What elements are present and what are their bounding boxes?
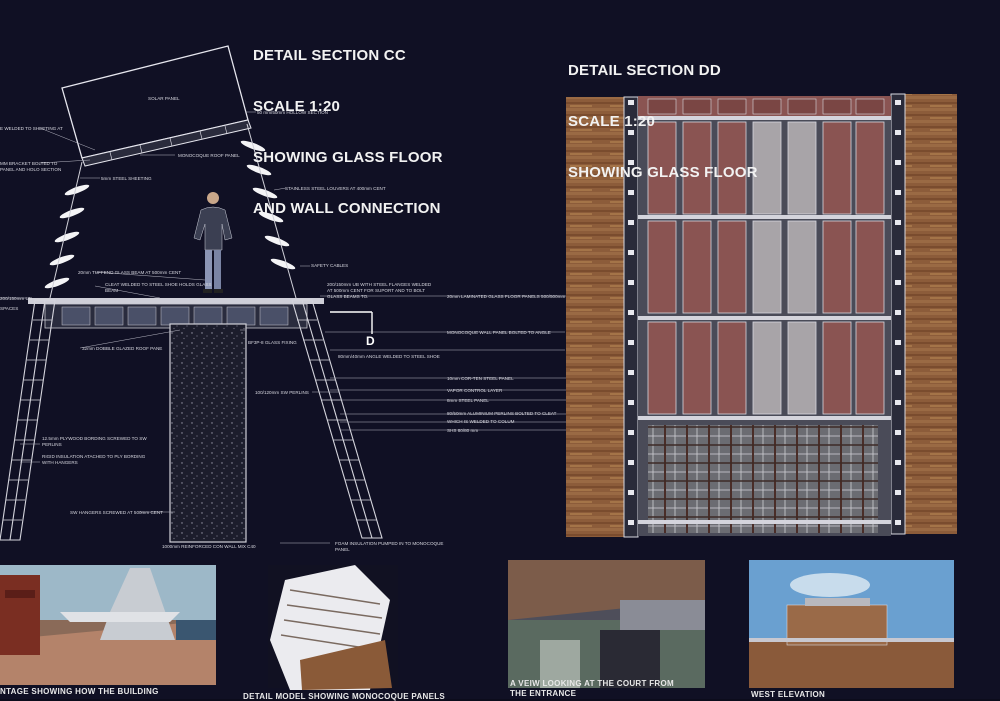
note-solar-panel: SOLAR PANEL [148, 96, 180, 101]
note-spaces: SPACES [0, 306, 19, 311]
note-steel-panel: 8mm STEEL PANEL [447, 398, 489, 403]
glass-floor-panel [682, 98, 712, 115]
glass-floor-panel [822, 98, 852, 115]
section-dd-drawing [566, 93, 957, 538]
section-marker-d: D [366, 334, 375, 348]
note-aluminium-perlins: 80/50mm ALUMINIUM PERLINS BOLTED TO CLEA… [447, 411, 557, 416]
glass-floor-panel [855, 121, 885, 215]
note-angle-welded: 80mm/40mm ANGLE WELDED TO STEEL SHOE [338, 354, 440, 359]
louvers-left [44, 184, 90, 289]
solar-panel-frame [61, 45, 252, 167]
glass-floor-panel [682, 121, 712, 215]
note-panel: PANEL [335, 547, 350, 552]
glass-floor-panel [682, 321, 712, 415]
note-ub-left: 200/150mm UB [0, 296, 32, 301]
section-cc-title-line2: SCALE 1:20 [253, 98, 341, 115]
note-rigid-insulation: RIGID INSULATION ATACHED TO PLY BORDING [42, 454, 146, 459]
note-panel-holo: PANEL AND HOLO SECTION [0, 167, 62, 172]
glass-floor-panel [752, 321, 782, 415]
note-plywood: 12.5mm PLYWOOD BORDING SCREWED TO SW [42, 436, 147, 441]
caption-model: DETAIL MODEL SHOWING MONOCOQUE PANELS [243, 692, 446, 701]
caption-west-elevation: WEST ELEVATION [751, 690, 826, 699]
glass-floor-panel [822, 121, 852, 215]
glass-floor-panel [717, 98, 747, 115]
note-foam: FOAM INSULATION PUMPED IN TO MONOCOQUE [335, 541, 444, 546]
note-monocoque-roof: MONOCOQUE ROOF PANEL [178, 153, 240, 158]
note-vapour: VAPOR CONTROL LAYER [447, 388, 503, 393]
glass-floor-panel [682, 220, 712, 314]
section-dd-title-line3: SHOWING GLASS FLOOR [568, 164, 758, 181]
caption-view-line1: A VEIW LOOKING AT THE COURT FROM [510, 679, 674, 688]
note-bracket-bolted: MM BRACKET BOLTED TO [0, 161, 58, 166]
glass-floor-panel [787, 321, 817, 415]
section-dd-title-line1: DETAIL SECTION DD [568, 62, 721, 79]
note-safety-cables: SAFETY CABLES [311, 263, 349, 268]
section-dd-title-line2: SCALE 1:20 [568, 113, 656, 130]
note-glass-beams: GLASS BEAMS TO. [327, 294, 369, 299]
note-hollow-section: 50 mm/50mm HOLLOW SECTION [257, 110, 328, 115]
note-tuffend: 20mm TUFFEND GLASS BEAM AT 500mm CENT [78, 270, 182, 275]
note-sw-hangers: SW HANGERS SCREWED AT 500mm CENT [70, 510, 163, 515]
glass-floor-panel [717, 321, 747, 415]
note-shs: SHS 80/80 mm [447, 428, 479, 433]
glass-floor-panel [647, 321, 677, 415]
glass-floor-panel [647, 98, 677, 115]
note-louvers: STAINLESS STEEL LOUVERS AT 400mm CENT [285, 186, 386, 191]
section-cc-title-line1: DETAIL SECTION CC [253, 47, 406, 64]
note-perlins: 100/120mm SW PERLINS [255, 390, 309, 395]
glass-floor-panel [752, 220, 782, 314]
glass-floor-panel [752, 98, 782, 115]
photo-model [268, 565, 398, 690]
glass-floor-panel [855, 220, 885, 314]
note-welded-sheeting: E WELDED TO SHEETING AT [0, 126, 63, 131]
note-cleat: CLEAT WELDED TO STEEL SHOE HOLDS GLASS [105, 282, 212, 287]
glass-floor-panel [647, 220, 677, 314]
section-cc-title-line4: AND WALL CONNECTION [253, 200, 441, 217]
glass-floor-panel [717, 220, 747, 314]
photo-montage [0, 565, 216, 685]
note-cor-ten: 10mm COR-TEN STEEL PANEL [447, 376, 514, 381]
note-ub-flanges: 200/150mm UB WITH STEEL FLANGES WELDED [327, 282, 432, 287]
photo-west-elevation [749, 560, 954, 688]
glass-floor-panel [822, 321, 852, 415]
glass-floor-panel [717, 121, 747, 215]
glass-floor-panel [787, 98, 817, 115]
note-ub-centre: AT 500mm CENT FOR SUPORT AND TO BOLT [327, 288, 426, 293]
glass-floor-panel [855, 98, 885, 115]
glass-floor-panel [752, 121, 782, 215]
section-marker-line [330, 311, 373, 334]
person-figure [193, 192, 233, 293]
glass-floor-panel [647, 121, 677, 215]
reinforced-concrete-wall [169, 323, 247, 543]
note-glass-fixing: BF3P-8 GLASS FIXING [248, 340, 297, 345]
glass-floor-panel [855, 321, 885, 415]
section-cc-title: DETAIL SECTION CC SCALE 1:20 SHOWING GLA… [253, 13, 443, 234]
glass-floor-panel [822, 220, 852, 314]
note-with-hangers: WITH HANGERS [42, 460, 78, 465]
note-beam: BEAM [105, 288, 119, 293]
note-steel-sheeting: 5mm STEEL SHEETING [101, 176, 152, 181]
section-dd-title: DETAIL SECTION DD SCALE 1:20 SHOWING GLA… [568, 28, 758, 198]
truss-left [0, 299, 56, 541]
note-perlins2: PERLINS [42, 442, 62, 447]
note-welded-colum: WHICH IS WELDED TO COLUM [447, 419, 515, 424]
glass-floor-panel [787, 121, 817, 215]
truss-right [291, 299, 383, 539]
caption-montage: NTAGE SHOWING HOW THE BUILDING [0, 687, 159, 696]
note-glass-floor-panels: 20mm LAMINATED GLASS FLOOR PANELS 500/50… [447, 294, 566, 299]
photo-court-view [508, 560, 705, 688]
glass-floor-panel [787, 220, 817, 314]
note-double-glazed: 32mm DOBBLE GLAZED ROOF PANE [82, 346, 163, 351]
note-monocoque-wall: MONOCOQUE WALL PANEL BOLTED TO ANGLE [447, 330, 551, 335]
section-cc-title-line3: SHOWING GLASS FLOOR [253, 149, 443, 166]
caption-view-line2: THE ENTRANCE [510, 689, 577, 698]
note-reinforced-con: 1000mm REINFORCED CON WALL MIX C40 [162, 544, 256, 549]
